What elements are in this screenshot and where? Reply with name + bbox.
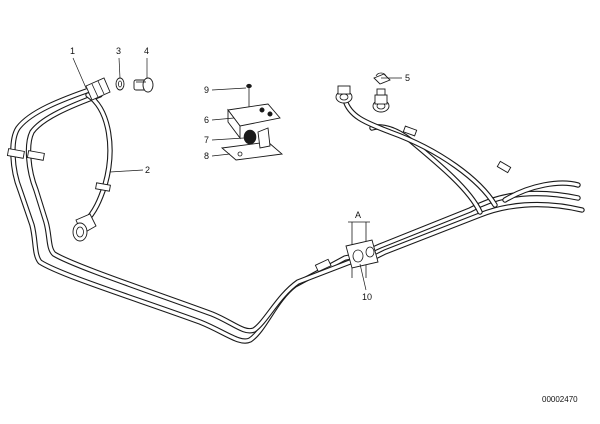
clip-part: [373, 72, 391, 85]
callout-8: 8: [204, 151, 209, 161]
callout-7: 7: [204, 135, 209, 145]
clamp-section: [345, 221, 379, 278]
callout-6: 6: [204, 115, 209, 125]
drawing-number: 00002470: [542, 395, 578, 404]
callout-4: 4: [144, 46, 149, 56]
callout-labels: 1 2 3 4 5 6 7 8 9 10 A 00002470: [70, 46, 578, 404]
callout-1: 1: [70, 46, 75, 56]
callout-3: 3: [116, 46, 121, 56]
callout-10: 10: [362, 292, 372, 302]
fuel-line-assembly: [6, 77, 585, 344]
callout-2: 2: [145, 165, 150, 175]
callout-9: 9: [204, 85, 209, 95]
section-marker-a: A: [355, 210, 361, 220]
holder-bracket-group: [220, 83, 284, 161]
leader-lines: [72, 57, 402, 291]
banjo-bolt-parts: [115, 77, 154, 93]
callout-5: 5: [405, 73, 410, 83]
